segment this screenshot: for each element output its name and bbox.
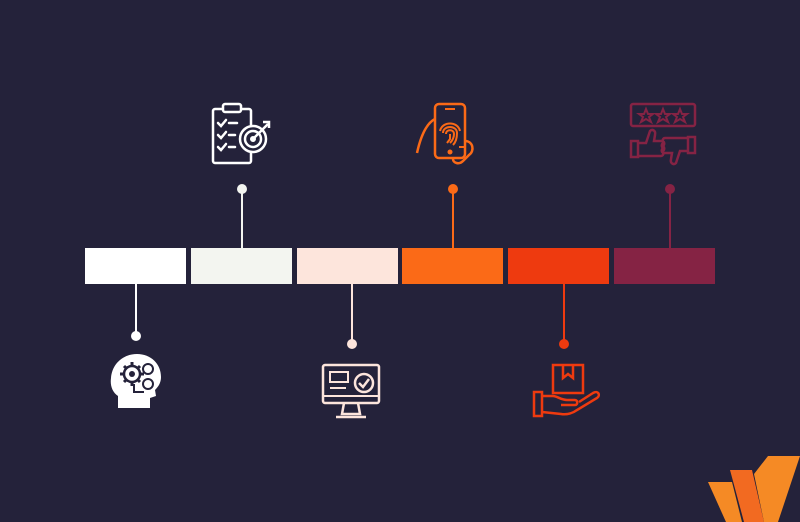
stage-3-segment	[297, 248, 398, 284]
stage-6-connector	[669, 190, 671, 248]
monitor-check-icon	[321, 363, 381, 419]
hand-box-icon	[532, 363, 601, 418]
stage-1-marker	[131, 331, 141, 341]
stage-2-connector	[241, 190, 243, 248]
stage-4-marker	[448, 184, 458, 194]
stage-5-marker	[559, 339, 569, 349]
stage-1-segment	[85, 248, 186, 284]
stage-1-connector	[135, 284, 137, 336]
phone-fingerprint-icon	[415, 102, 474, 165]
stage-6-marker	[665, 184, 675, 194]
stage-6-segment	[614, 248, 715, 284]
brand-logo	[708, 456, 800, 522]
stage-5-connector	[563, 284, 565, 342]
stage-5-segment	[508, 248, 609, 284]
stage-4-segment	[402, 248, 503, 284]
rating-thumbs-icon	[629, 102, 697, 166]
stage-2-segment	[191, 248, 292, 284]
checklist-target-icon	[211, 102, 271, 165]
stage-4-connector	[452, 190, 454, 248]
stage-2-marker	[237, 184, 247, 194]
stage-3-connector	[351, 284, 353, 342]
stage-3-marker	[347, 339, 357, 349]
head-gears-icon	[110, 354, 161, 408]
